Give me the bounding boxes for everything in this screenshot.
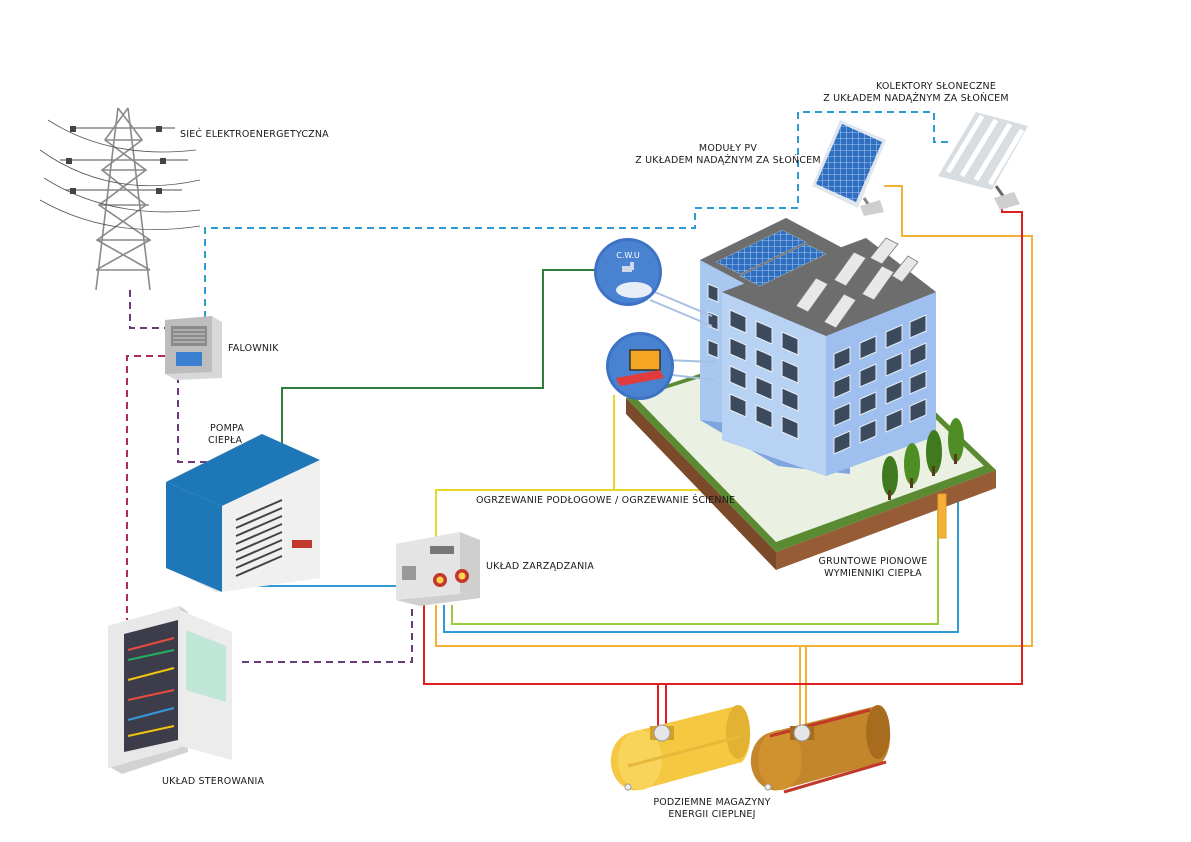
grid-label: SIEĆ ELEKTROENERGETYCZNA (180, 129, 329, 140)
rooftop-collectors (795, 237, 919, 329)
dhw-bubble-icon (594, 238, 713, 327)
data-line-pv (204, 111, 950, 318)
ground-hx-line-cold (443, 478, 959, 633)
ground-hx-line (451, 478, 939, 625)
pv-label-line2: Z UKŁADEM NADĄŻNYM ZA SŁOŃCEM (635, 155, 821, 166)
management-unit-icon (396, 532, 480, 606)
storage-tank-dark-icon (750, 705, 891, 794)
ground-probe (937, 493, 947, 539)
pv-module-icon (812, 120, 886, 216)
building-icon (626, 218, 996, 570)
solar-heat-line (435, 185, 1033, 647)
collectors-label-line1: KOLEKTORY SŁONECZNE (875, 81, 997, 92)
control-label: UKŁAD STEROWANIA (162, 776, 265, 787)
heat-pump-icon (166, 434, 320, 592)
connection-lines (126, 111, 1033, 730)
power-tower-icon (39, 107, 201, 291)
control-line (126, 355, 165, 620)
heat-pump-dhw-line (281, 269, 598, 448)
pv-label-line1: MODUŁY PV (698, 143, 758, 154)
monitoring-bubble-icon (606, 332, 717, 400)
inverter-label: FALOWNIK (228, 343, 279, 354)
inverter-icon (165, 316, 222, 380)
storage-label-line2: ENERGII CIEPLNEJ (668, 809, 756, 820)
control-cabinet-icon (108, 606, 232, 774)
power-line-management (242, 600, 413, 663)
rooftop-pv-panels (715, 229, 827, 287)
solar-collector-icon (938, 112, 1028, 210)
power-line-grid (129, 290, 166, 329)
ground-hx-label-line1: GRUNTOWE PIONOWE (818, 556, 928, 567)
ground-hx-label-line2: WYMIENNIKI CIEPŁA (824, 568, 922, 579)
heat-pump-label-line1: POMPA (210, 423, 245, 434)
hot-line (423, 198, 1023, 685)
power-line-heat-pump (177, 376, 212, 463)
heat-pump-label-line2: CIEPŁA (208, 435, 243, 446)
heating-label: OGRZEWANIE PODŁOGOWE / OGRZEWANIE ŚCIENN… (476, 495, 736, 506)
dhw-bubble-label: C.W.U (616, 251, 640, 260)
storage-tank-warm-icon (610, 705, 751, 791)
collectors-label-line2: Z UKŁADEM NADĄŻNYM ZA SŁOŃCEM (823, 93, 1009, 104)
storage-label-line1: PODZIEMNE MAGAZYNY (653, 797, 771, 808)
management-label: UKŁAD ZARZĄDZANIA (486, 561, 595, 572)
trees (882, 418, 964, 500)
